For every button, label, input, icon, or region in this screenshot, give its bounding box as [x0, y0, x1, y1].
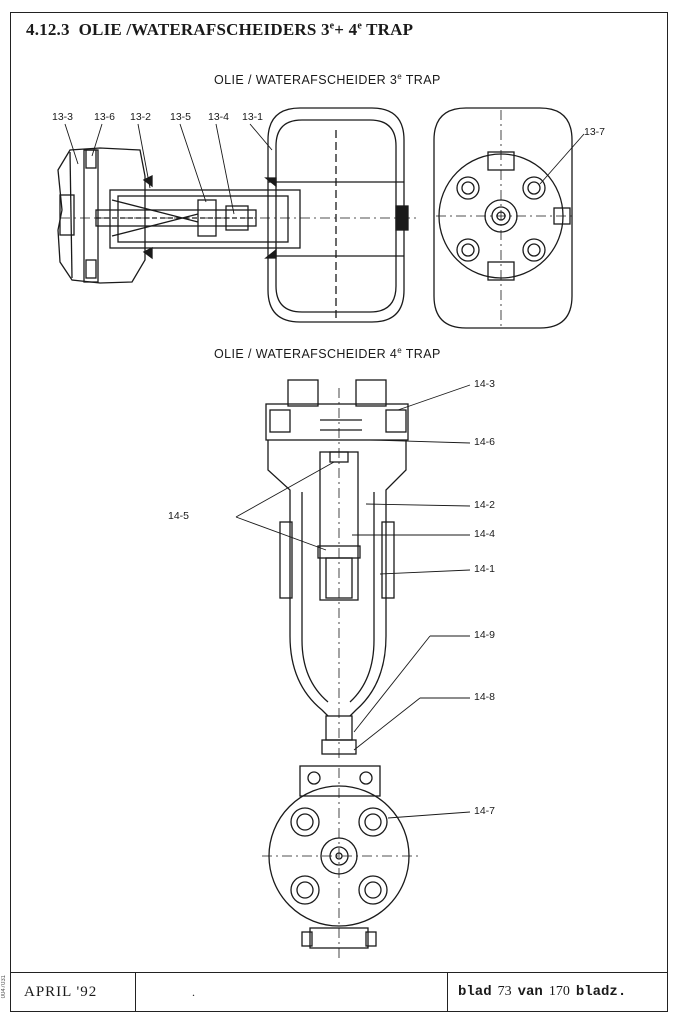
- callout-13-5: 13-5: [170, 111, 192, 123]
- stage4-leaders: [235, 384, 471, 819]
- heading-text-a: OLIE /WATERAFSCHEIDERS 3: [78, 20, 330, 39]
- stage4-bottom-view: [262, 765, 418, 958]
- stage4-title-end: TRAP: [402, 347, 441, 362]
- callout-14-4: 14-4: [474, 528, 496, 540]
- callout-13-7: 13-7: [584, 126, 606, 138]
- callout-13-6: 13-6: [94, 111, 116, 123]
- stage3-leaders: [64, 123, 585, 215]
- stage4-side-view: [265, 379, 409, 760]
- footer-date: APRIL '92: [10, 973, 136, 1011]
- stage3-title-end: TRAP: [402, 73, 441, 88]
- footer-blad: blad: [458, 984, 492, 1000]
- footer-bar: APRIL '92 . blad 73 van 170 bladz.: [10, 972, 668, 1012]
- heading-sup-a: e: [329, 20, 335, 32]
- page-frame: [10, 12, 668, 1012]
- stage3-side-view: [57, 107, 420, 323]
- callout-14-1: 14-1: [474, 563, 496, 575]
- footer-mid: .: [136, 973, 448, 1011]
- heading-sup-b: e: [357, 20, 362, 32]
- section-number: 4.12.3: [26, 20, 70, 39]
- heading-text-c: TRAP: [361, 20, 414, 39]
- stage4-title-main: OLIE / WATERAFSCHEIDER 4: [214, 347, 398, 362]
- callout-14-9: 14-9: [474, 629, 496, 641]
- stage3-title-main: OLIE / WATERAFSCHEIDER 3: [214, 73, 398, 88]
- heading-text-b: + 4: [334, 20, 358, 39]
- callout-14-8: 14-8: [474, 691, 496, 703]
- callout-14-5: 14-5: [168, 510, 190, 522]
- callout-13-2: 13-2: [130, 111, 152, 123]
- callout-13-1: 13-1: [242, 111, 264, 123]
- stage3-title-sup: e: [397, 72, 403, 81]
- callout-14-3: 14-3: [474, 378, 496, 390]
- callout-13-4: 13-4: [208, 111, 230, 123]
- side-code: 0047031: [1, 975, 7, 999]
- callout-14-6: 14-6: [474, 436, 496, 448]
- footer-mid-text: .: [192, 984, 195, 999]
- stage3-end-view: [433, 107, 573, 329]
- stage4-title: OLIE / WATERAFSCHEIDER 4e TRAP: [214, 346, 441, 361]
- callout-14-7: 14-7: [474, 805, 496, 817]
- footer-page-info: blad 73 van 170 bladz.: [448, 973, 666, 1011]
- footer-total-pages: 170: [548, 984, 570, 999]
- page-heading: 4.12.3 OLIE /WATERAFSCHEIDERS 3e+ 4e TRA…: [26, 20, 413, 40]
- stage3-title: OLIE / WATERAFSCHEIDER 3e TRAP: [214, 72, 441, 87]
- stage4-title-sup: e: [397, 346, 403, 355]
- footer-bladz: bladz.: [575, 984, 627, 1000]
- callout-14-2: 14-2: [474, 499, 496, 511]
- footer-page-number: 73: [497, 984, 512, 999]
- callout-13-3: 13-3: [52, 111, 74, 123]
- footer-van: van: [517, 984, 543, 1000]
